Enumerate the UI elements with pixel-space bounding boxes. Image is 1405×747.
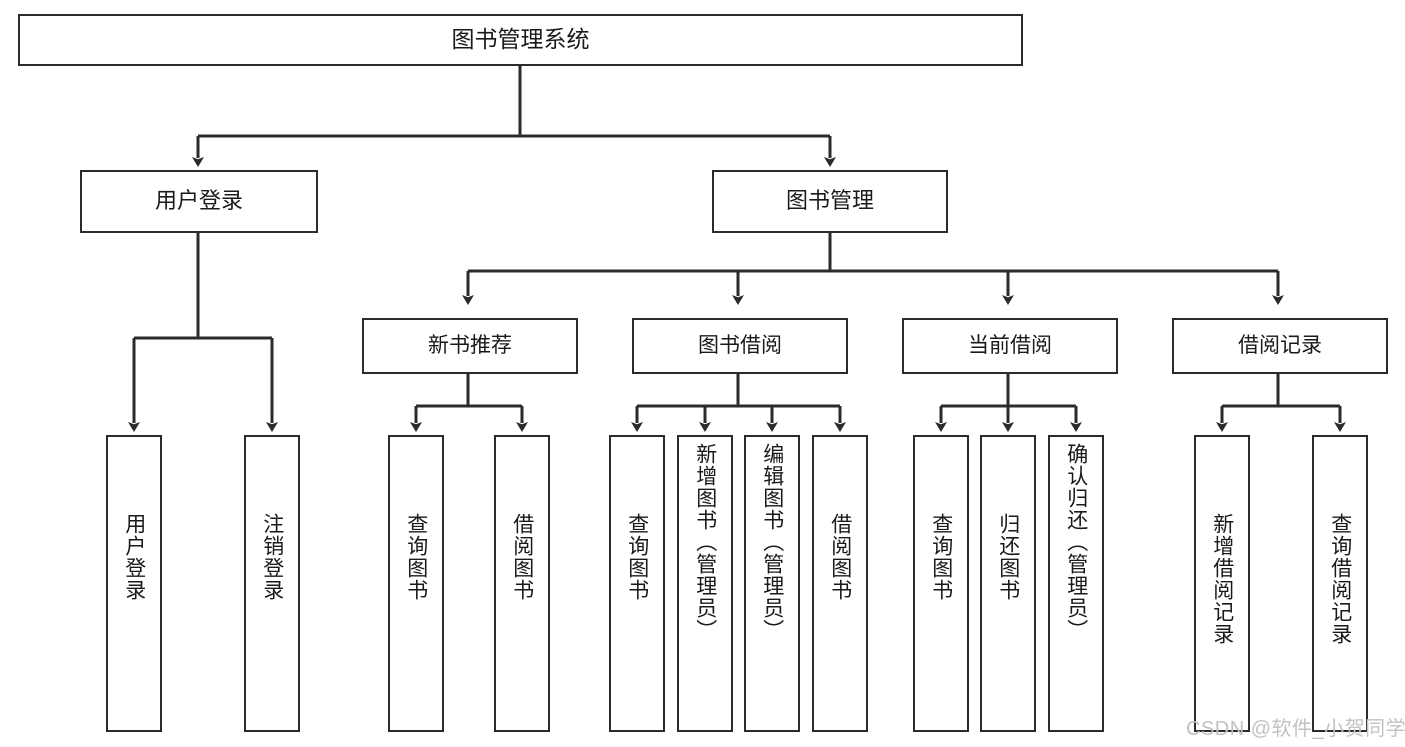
leaf-current-return-book[interactable]: 归还图书 — [980, 435, 1036, 732]
leaf-recommend-borrow-book[interactable]: 借阅图书 — [494, 435, 550, 732]
node-book-management[interactable]: 图书管理 — [712, 170, 948, 233]
leaf-record-query-record[interactable]: 查询借阅记录 — [1312, 435, 1368, 732]
node-label: 当前借阅 — [968, 334, 1052, 358]
leaf-user-login-signin[interactable]: 用户登录 — [106, 435, 162, 732]
node-borrow-record[interactable]: 借阅记录 — [1172, 318, 1388, 374]
node-label: 查询图书 — [929, 513, 953, 601]
leaf-record-add-record[interactable]: 新增借阅记录 — [1194, 435, 1250, 732]
leaf-borrow-query-book[interactable]: 查询图书 — [609, 435, 665, 732]
node-book-borrow[interactable]: 图书借阅 — [632, 318, 848, 374]
csdn-watermark: CSDN @软件_小贺同学 — [1186, 718, 1405, 740]
leaf-current-query-book[interactable]: 查询图书 — [913, 435, 969, 732]
leaf-recommend-query-book[interactable]: 查询图书 — [388, 435, 444, 732]
leaf-borrow-borrow-book[interactable]: 借阅图书 — [812, 435, 868, 732]
node-label: 编辑图书（管理员） — [760, 443, 784, 641]
node-label: 确认归还（管理员） — [1064, 443, 1088, 641]
node-label: 借阅图书 — [828, 513, 852, 601]
node-label: 新书推荐 — [428, 334, 512, 358]
leaf-borrow-add-book[interactable]: 新增图书（管理员） — [677, 435, 733, 732]
node-label: 注销登录 — [260, 513, 284, 601]
leaf-borrow-edit-book[interactable]: 编辑图书（管理员） — [744, 435, 800, 732]
node-label: 查询图书 — [625, 513, 649, 601]
leaf-current-confirm-return[interactable]: 确认归还（管理员） — [1048, 435, 1104, 732]
node-new-book-recommend[interactable]: 新书推荐 — [362, 318, 578, 374]
node-label: 归还图书 — [996, 513, 1020, 601]
node-label: 借阅图书 — [510, 513, 534, 601]
node-label: 图书管理系统 — [451, 26, 590, 53]
node-user-login[interactable]: 用户登录 — [80, 170, 318, 233]
node-label: 借阅记录 — [1238, 334, 1322, 358]
leaf-user-login-signout[interactable]: 注销登录 — [244, 435, 300, 732]
node-current-borrow[interactable]: 当前借阅 — [902, 318, 1118, 374]
node-label: 图书借阅 — [698, 334, 782, 358]
node-label: 用户登录 — [154, 188, 243, 214]
node-root-system[interactable]: 图书管理系统 — [18, 14, 1023, 66]
node-label: 新增图书（管理员） — [693, 443, 717, 641]
node-label: 查询图书 — [404, 513, 428, 601]
node-label: 新增借阅记录 — [1210, 513, 1234, 645]
node-label: 用户登录 — [122, 513, 146, 601]
node-label: 图书管理 — [785, 188, 874, 214]
node-label: 查询借阅记录 — [1328, 513, 1352, 645]
